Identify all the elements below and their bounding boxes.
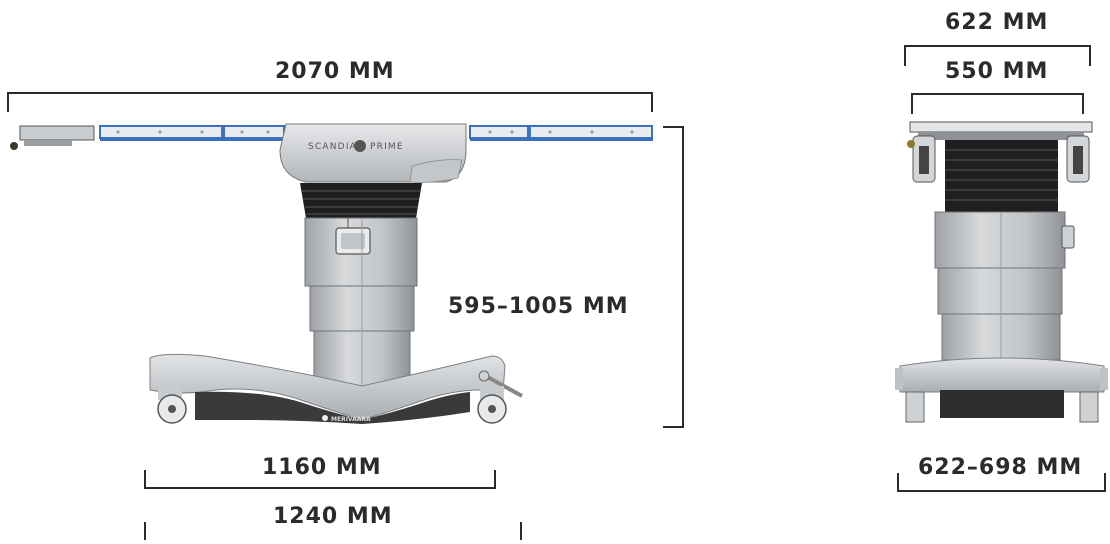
end-base-width-label: 622–698 MM — [918, 455, 1083, 480]
end-top-bracket — [911, 93, 1084, 114]
base-skirt — [195, 391, 470, 424]
side-length-label: 2070 MM — [275, 59, 395, 84]
end-caster-left — [895, 368, 925, 423]
side-height-bracket — [663, 126, 684, 428]
base-length-bracket — [144, 470, 496, 489]
end-top-width-label: 550 MM — [945, 59, 1049, 84]
base-brand-text: MERIVAARA — [331, 416, 371, 423]
end-column-middle — [937, 267, 1063, 315]
side-length-bracket — [7, 92, 653, 112]
end-base — [899, 357, 1105, 393]
side-wheel-left — [157, 386, 187, 424]
bellows — [300, 183, 422, 218]
end-view-table — [895, 121, 1108, 423]
end-bellows — [945, 140, 1058, 212]
side-view-table — [10, 123, 653, 424]
end-tabletop — [909, 121, 1093, 133]
tabletop-model-text: PRIME — [370, 142, 404, 152]
end-caster-right — [1079, 368, 1108, 423]
end-base-skirt — [940, 390, 1064, 418]
base-length-label: 1160 MM — [262, 455, 382, 480]
end-rail-width-label: 622 MM — [945, 10, 1049, 35]
head-knob — [10, 142, 18, 150]
side-height-label: 595–1005 MM — [448, 294, 629, 319]
head-section — [19, 125, 95, 141]
side-wheel-right — [477, 386, 507, 424]
end-base-bracket — [897, 473, 1106, 492]
end-column-upper — [934, 211, 1066, 269]
end-rail-bracket — [904, 45, 1091, 66]
tabletop-brand-text: SCANDIA — [308, 142, 357, 152]
wheelbase-length-label: 1240 MM — [273, 504, 393, 529]
